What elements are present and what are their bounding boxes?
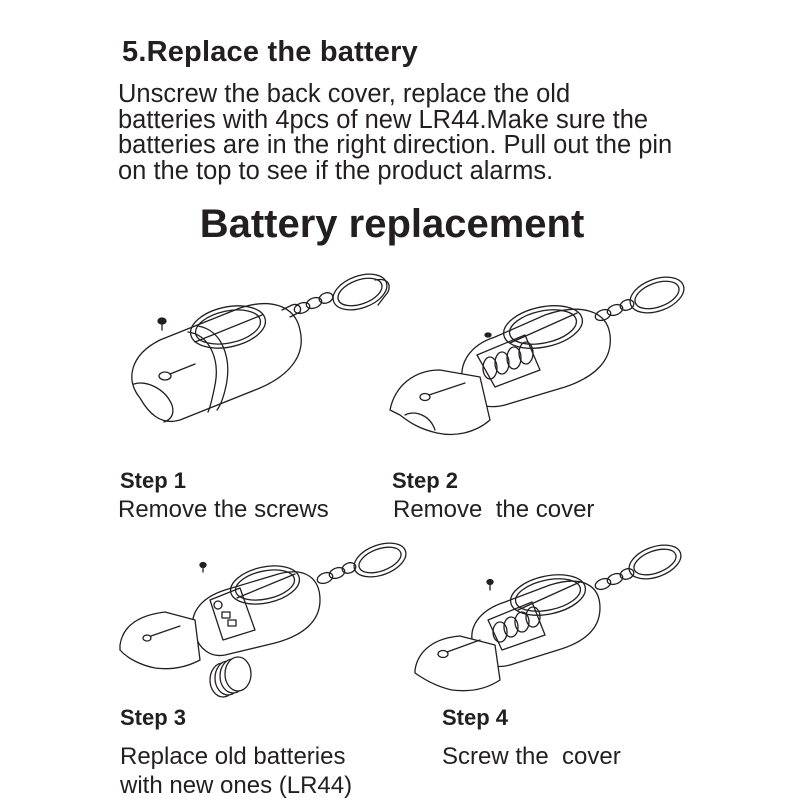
intro-line: batteries are in the right direction. Pu… [118, 131, 673, 159]
screw-icon [157, 317, 167, 331]
step-2-illustration [389, 276, 685, 436]
battery-cover-icon [414, 635, 501, 692]
step-4-description: Screw the cover [442, 743, 621, 770]
step-3-description: Replace old batteries with new ones (LR4… [120, 742, 352, 800]
keychain-alarm-icon [471, 574, 601, 668]
keychain-alarm-icon [461, 305, 611, 408]
intro-line: Unscrew the back cover, replace the old [118, 80, 571, 108]
step-1-description: Remove the screws [118, 496, 329, 523]
screw-icon [486, 578, 494, 591]
key-ring-icon [316, 542, 407, 585]
step-4-label: Step 4 [442, 705, 509, 730]
step-3-description-line: with new ones (LR44) [120, 772, 353, 799]
intro-line: batteries with 4pcs of new LR44.Make sur… [118, 105, 649, 134]
step-3-illustration [119, 542, 407, 698]
step-2-label: Step 2 [392, 468, 459, 493]
key-ring-icon [281, 273, 390, 318]
step-1-label: Step 1 [120, 468, 187, 493]
lr44-battery-stack-icon [209, 656, 252, 698]
battery-cover-icon [389, 369, 491, 436]
intro-paragraph: Unscrew the back cover, replace the old … [118, 80, 738, 185]
section-title: 5.Replace the battery [122, 36, 418, 68]
step-4-illustration [414, 544, 682, 692]
step-3-label: Step 3 [120, 705, 187, 730]
battery-replacement-heading: Battery replacement [199, 202, 585, 246]
battery-cover-icon [119, 611, 201, 670]
key-ring-icon [594, 544, 682, 591]
screw-icon [199, 561, 207, 573]
keychain-alarm-icon [192, 565, 321, 657]
intro-line: on the top to see if the product alarms. [118, 156, 554, 185]
step-3-description-line: Replace old batteries [120, 743, 346, 770]
step-1-illustration [131, 273, 390, 423]
keychain-alarm-icon [131, 302, 302, 423]
key-ring-icon [594, 276, 685, 322]
step-2-description: Remove the cover [393, 496, 595, 523]
